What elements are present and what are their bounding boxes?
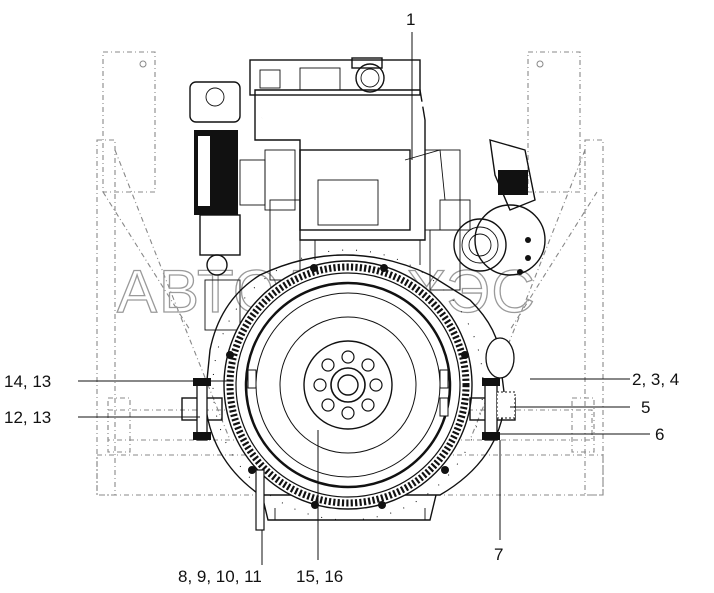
- callout-6: 6: [655, 425, 664, 444]
- callout-15-16: 15, 16: [296, 567, 343, 586]
- callout-8-11: 8, 9, 10, 11: [178, 567, 262, 586]
- engine-block: [249, 57, 513, 291]
- mounting-frame: [96, 51, 604, 496]
- fuel-filter-icon: [189, 81, 266, 331]
- engine-mount-left: [181, 378, 223, 441]
- callout-14-13: 14, 13: [4, 372, 51, 391]
- engine-mount-right: [469, 378, 516, 441]
- leader-lines: [78, 32, 650, 565]
- callout-1: 1: [406, 10, 415, 29]
- callout-7: 7: [494, 545, 503, 564]
- flywheel-gear-icon: [204, 249, 515, 531]
- callout-12-13: 12, 13: [4, 408, 51, 427]
- callout-2-3-4: 2, 3, 4: [632, 370, 679, 389]
- turbocharger-icon: [439, 139, 546, 276]
- callout-5: 5: [641, 398, 650, 417]
